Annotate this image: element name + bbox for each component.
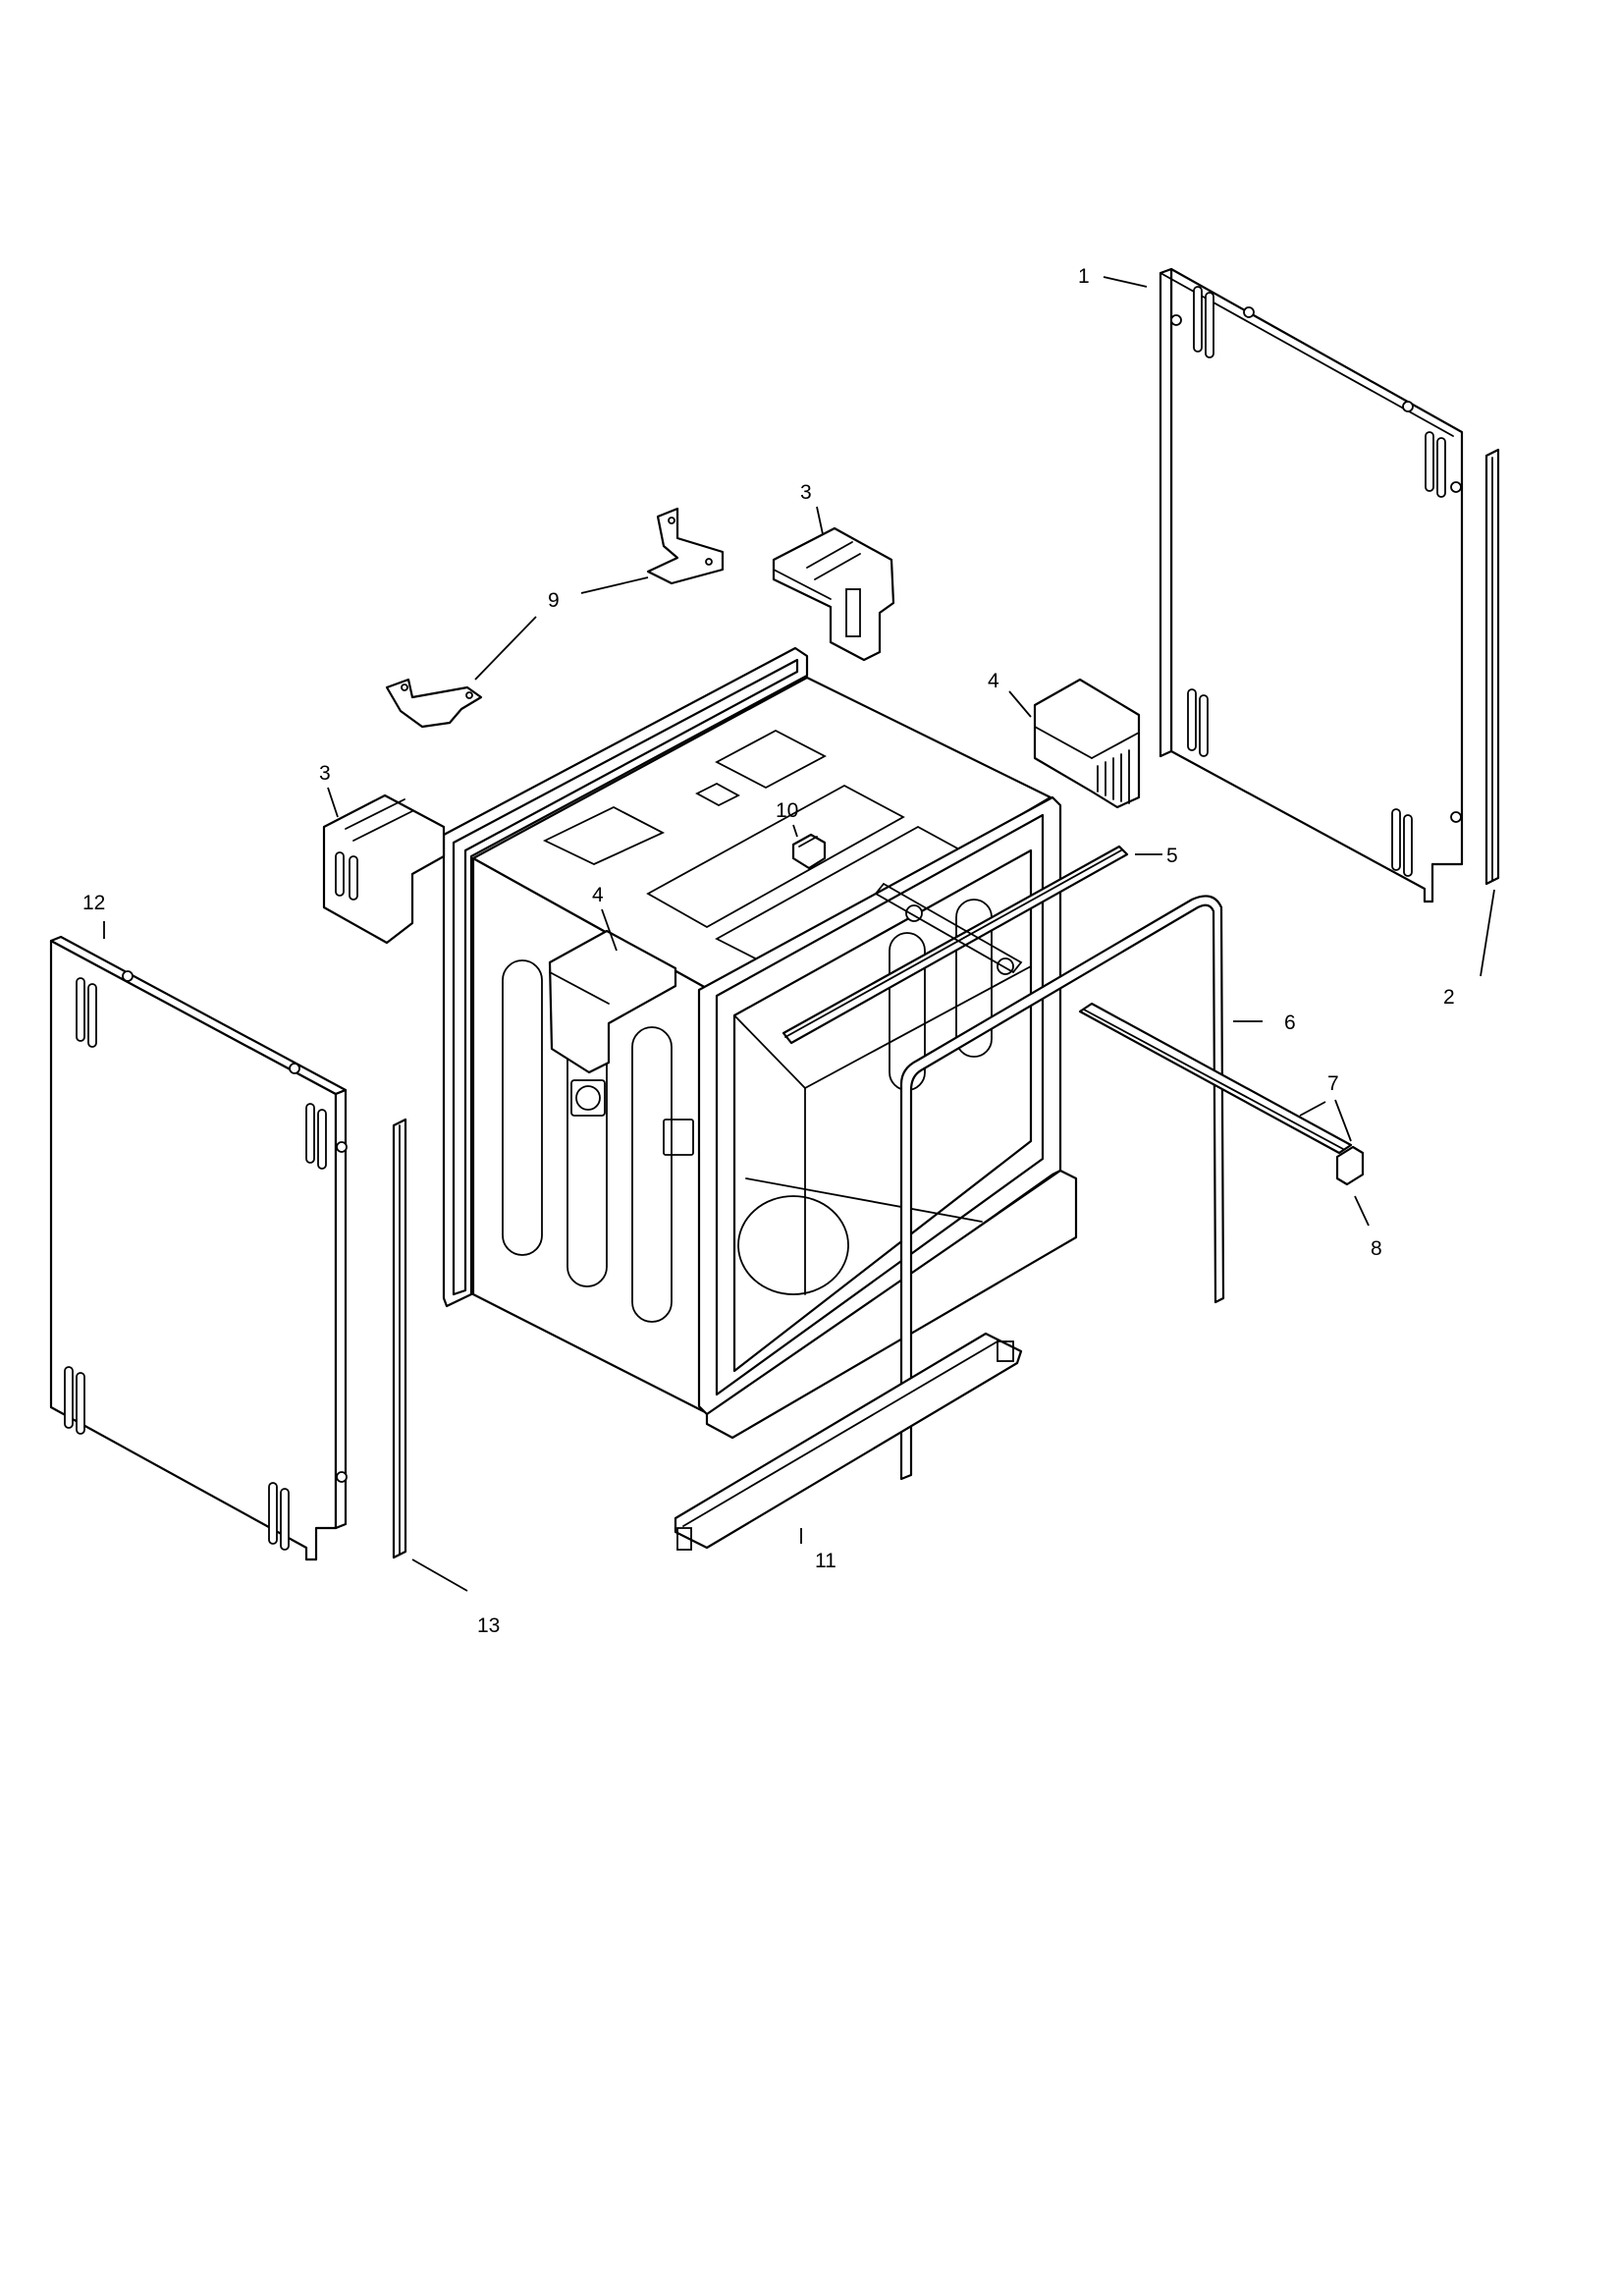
callout-6: 6 (1284, 1011, 1296, 1034)
leader-2 (1480, 889, 1495, 977)
leader-3a (816, 506, 824, 535)
bottom-rail (674, 1332, 1023, 1551)
left-side-panel (49, 935, 348, 1561)
callout-4-left: 4 (592, 884, 604, 906)
leader-9a (580, 576, 649, 594)
callout-3-upper: 3 (800, 481, 812, 504)
leader-8 (1354, 1195, 1370, 1227)
leader-1 (1103, 276, 1148, 288)
callout-9: 9 (548, 589, 560, 612)
callout-4-right: 4 (988, 670, 999, 692)
callout-13: 13 (477, 1614, 500, 1637)
callout-11: 11 (815, 1550, 836, 1572)
mounting-bracket-upper (646, 507, 725, 585)
cover-right (1033, 678, 1141, 809)
leader-10 (792, 824, 798, 838)
small-clip (791, 833, 827, 870)
callout-3-left: 3 (319, 762, 331, 785)
end-cap (1335, 1145, 1365, 1186)
right-side-panel (1159, 267, 1464, 903)
right-edge-trim-strip (1484, 448, 1500, 886)
u-shaped-rail (899, 895, 1225, 1481)
callout-7: 7 (1327, 1072, 1339, 1095)
leader-9b (474, 616, 537, 681)
cover-vents (1097, 749, 1130, 804)
leader-7a (1299, 1101, 1326, 1117)
callout-8: 8 (1371, 1237, 1382, 1260)
mounting-bracket-lower (385, 678, 483, 729)
bracket-left (322, 793, 446, 945)
upper-rail (782, 845, 1129, 1045)
callout-labels: 1 2 3 3 4 4 5 6 7 8 9 10 11 12 13 (82, 265, 1455, 1637)
cover-left (548, 929, 677, 1074)
left-edge-trim-strip (392, 1118, 407, 1559)
callout-12: 12 (82, 892, 105, 914)
tub-assembly (442, 646, 1078, 1440)
leader-4a (1008, 690, 1032, 718)
horizontal-bar (1078, 1002, 1353, 1155)
callout-1: 1 (1078, 265, 1090, 288)
callout-5: 5 (1166, 845, 1178, 867)
leader-3b (327, 787, 339, 818)
leader-4b (601, 908, 618, 952)
leader-13 (411, 1558, 468, 1592)
leader-lines (103, 276, 1495, 1592)
callout-10: 10 (776, 799, 798, 822)
bracket-upper-right (772, 526, 895, 662)
callout-2: 2 (1443, 986, 1455, 1009)
leader-7b (1334, 1099, 1352, 1142)
